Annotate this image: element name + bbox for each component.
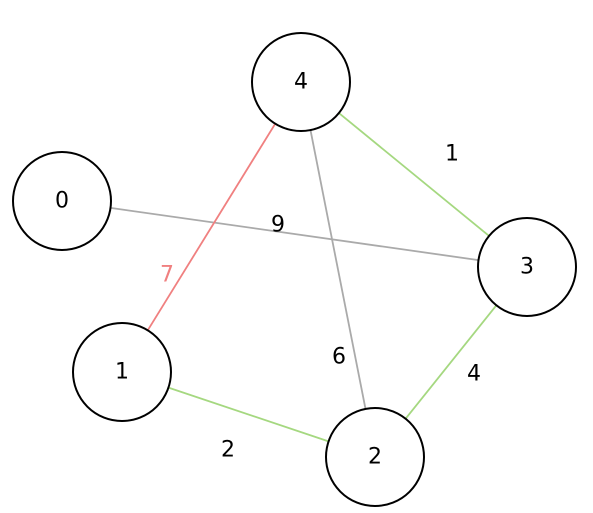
- edge-weight-0-3: 9: [271, 213, 285, 238]
- node-circle-1: [72, 322, 172, 422]
- edge-4-2: [309, 129, 367, 410]
- node-label-2: 2: [368, 445, 382, 470]
- edge-0-3: [110, 206, 479, 262]
- node-label-4: 4: [294, 70, 308, 95]
- node-4: 4: [251, 32, 351, 132]
- node-1: 1: [72, 322, 172, 422]
- edge-3-2: [404, 304, 498, 420]
- node-3: 3: [477, 217, 577, 317]
- edge-weight-3-2: 4: [467, 362, 481, 387]
- node-circle-2: [325, 407, 425, 507]
- edge-weight-4-3: 1: [445, 142, 459, 167]
- edge-weight-4-2: 6: [332, 345, 346, 370]
- edge-1-2: [168, 386, 329, 443]
- node-label-0: 0: [55, 189, 69, 214]
- node-circle-3: [477, 217, 577, 317]
- node-label-1: 1: [115, 360, 129, 385]
- node-circle-4: [251, 32, 351, 132]
- edge-4-3: [338, 112, 490, 237]
- node-0: 0: [12, 151, 112, 251]
- edge-weight-1-2: 2: [221, 438, 235, 463]
- edge-1-4: [146, 123, 277, 331]
- node-circle-0: [12, 151, 112, 251]
- node-label-3: 3: [520, 255, 534, 280]
- edges-layer: 9 7 6 1 4 2: [110, 112, 498, 463]
- edge-weight-1-4: 7: [160, 263, 174, 288]
- node-2: 2: [325, 407, 425, 507]
- nodes-layer: 0 1 2 3 4: [12, 32, 577, 507]
